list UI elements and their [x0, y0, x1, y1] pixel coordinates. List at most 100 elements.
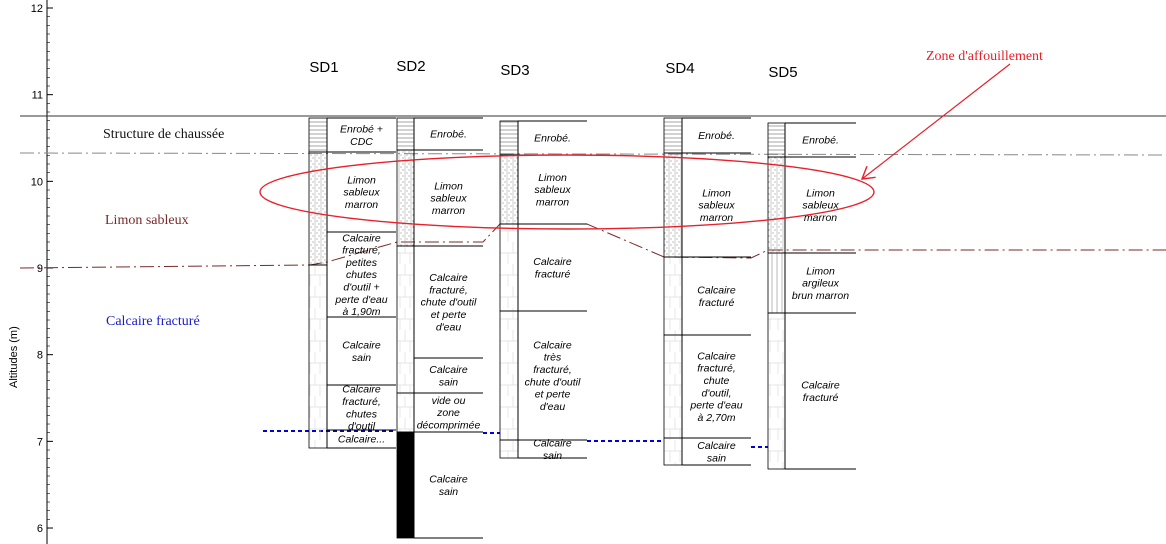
lithology-pattern [308, 117, 328, 153]
layer-text-line: et perte [535, 389, 571, 401]
layer-text-line: marron [804, 212, 837, 224]
lithology-pattern [308, 264, 328, 449]
layer-text-line: Limon [434, 180, 463, 192]
layer-text-line: et perte [431, 309, 467, 321]
layer-text-line: chute d'outil [421, 297, 477, 309]
layer-description: Enrobé. [534, 133, 571, 145]
layer-description: Enrobé. [698, 130, 735, 142]
layer-text-line: Enrobé. [430, 129, 467, 141]
layer-text-line: marron [536, 196, 569, 208]
layer-text-line: sain [439, 376, 458, 388]
tick-label: 10 [31, 176, 43, 188]
layer-text-line: fracturé, [533, 364, 572, 376]
layer-text-line: sain [707, 452, 726, 464]
layer-text-line: Calcaire [533, 339, 572, 351]
layer-text-line: décomprimée [417, 419, 481, 431]
layer-text-line: Calcaire [697, 285, 736, 297]
layer-text-line: Limon [806, 187, 835, 199]
layer-text-line: perte d'eau [689, 400, 742, 412]
limon-limit-line [19, 223, 1166, 269]
layer-text-line: argileux [802, 278, 840, 290]
layer-text-line: Enrobé. [698, 130, 735, 142]
layer-description: Enrobé. [802, 135, 839, 147]
layer-text-line: à 2,70m [698, 412, 736, 424]
layer-text-line: Calcaire [697, 440, 736, 452]
layer-text-line: sain [543, 450, 562, 462]
lithology-pattern [499, 120, 519, 156]
calcaire-label: Calcaire fracturé [106, 314, 200, 329]
layer-text-line: Enrobé + [340, 124, 383, 136]
layer-text-line: Calcaire [342, 340, 381, 352]
lithology-pattern [663, 152, 683, 258]
borehole-label: SD2 [396, 58, 425, 75]
layer-text-line: sableux [534, 184, 571, 196]
interface-lines [19, 115, 1166, 448]
layer-description: Enrobé +CDC [340, 124, 383, 148]
layer-text-line: chutes [346, 269, 378, 281]
layer-text-line: vide ou [432, 395, 466, 407]
lithology-pattern [663, 117, 683, 154]
layer-text-line: d'eau [540, 401, 566, 413]
layer-text-line: Calcaire [533, 256, 572, 268]
layer-text-line: à 1,90m [343, 306, 381, 318]
layer-text-line: marron [345, 199, 378, 211]
layer-text-line: perte d'eau [334, 294, 387, 306]
layer-text-line: très [544, 352, 562, 364]
layer-text-line: Limon [347, 174, 376, 186]
layer-text-line: sain [352, 352, 371, 364]
tick-label: 11 [32, 90, 43, 102]
scour-zone-label: Zone d'affouillement [926, 49, 1043, 64]
lithology-pattern [396, 431, 415, 539]
pavement-limit-line [19, 152, 1166, 156]
layer-text-line: d'outil, [701, 387, 731, 399]
layer-text-line: petites [345, 257, 378, 269]
lithology-pattern [767, 156, 786, 254]
layer-text-line: marron [700, 212, 733, 224]
tick-label: 12 [31, 3, 43, 15]
lithology-pattern [499, 439, 519, 459]
layer-text-line: Calcaire [342, 232, 381, 244]
lithology-pattern [663, 334, 683, 439]
tick-label: 9 [37, 263, 43, 275]
tick-label: 6 [37, 523, 43, 535]
lithology-pattern [396, 245, 415, 394]
layer-text-line: Enrobé. [534, 133, 571, 145]
layer-text-line: fracturé [535, 268, 571, 280]
layer-text-line: d'eau [436, 321, 462, 333]
layer-text-line: sableux [430, 193, 467, 205]
limon-label: Limon sableux [105, 213, 189, 228]
borehole-label: SD1 [309, 59, 338, 76]
layer-text-line: d'outil + [343, 281, 379, 293]
layer-text-line: fracturé [699, 297, 735, 309]
lithology-pattern [396, 392, 415, 433]
borehole-label: SD3 [500, 62, 529, 79]
layer-text-line: chutes [346, 408, 378, 420]
scour-zone-arrow [862, 63, 1011, 179]
lithology-pattern [767, 312, 786, 470]
layer-text-line: Limon [806, 265, 835, 277]
layer-text-line: d'outil [348, 421, 376, 433]
layer-text-line: sableux [802, 200, 839, 212]
